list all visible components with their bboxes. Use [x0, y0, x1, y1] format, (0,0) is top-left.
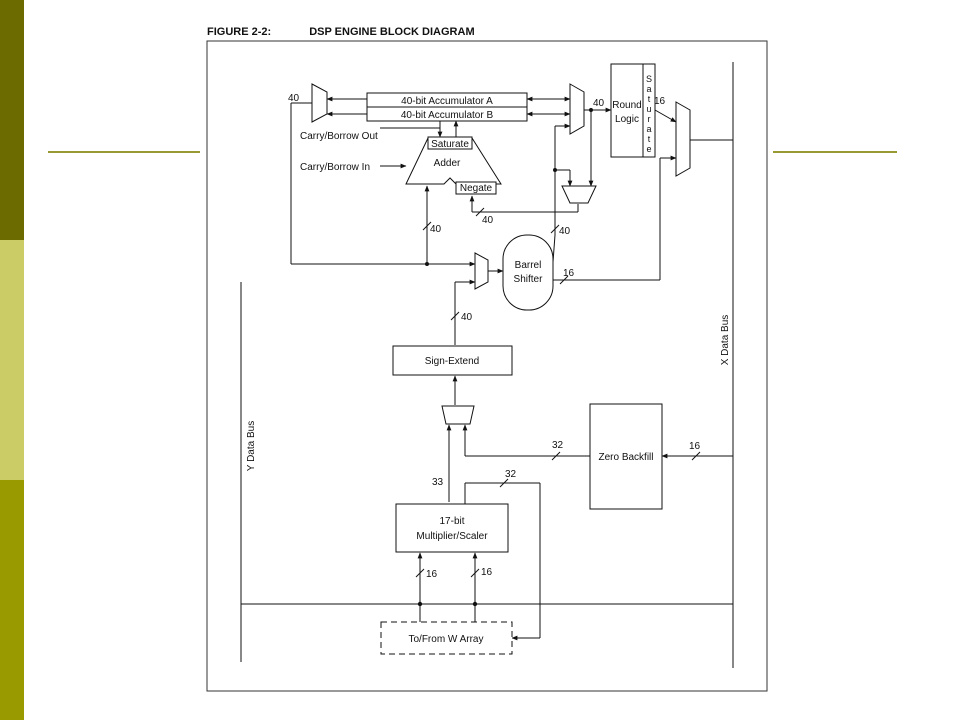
adder-label: Adder: [434, 158, 461, 169]
saturate-letter: u: [646, 104, 651, 114]
figure-title: FIGURE 2-2: DSP ENGINE BLOCK DIAGRAM: [207, 26, 475, 38]
width-16-shifter-out: 16: [563, 268, 575, 279]
width-40-right-mux: 40: [593, 98, 605, 109]
round-logic-box: [610, 63, 656, 158]
saturate-top-box: [427, 136, 473, 150]
width-32-zero: 32: [552, 440, 564, 451]
right-mux: [569, 83, 585, 135]
side-bar-dark: [0, 0, 24, 240]
saturate-letter: r: [648, 114, 651, 124]
carry-borrow-in-label: Carry/Borrow In: [300, 162, 370, 173]
product-select-mux: [441, 405, 475, 425]
barrel-shifter-label-2: Shifter: [514, 274, 544, 285]
zero-backfill-block: [589, 403, 663, 510]
width-40-sign-ext: 40: [461, 312, 473, 323]
barrel-shifter-block: [502, 234, 554, 311]
multiplier-label-2: Multiplier/Scaler: [416, 531, 488, 542]
side-bar-light: [0, 240, 24, 480]
sign-extend-label: Sign-Extend: [425, 356, 479, 367]
accumulator-b-label: 40-bit Accumulator B: [401, 110, 494, 121]
width-16-mult-a: 16: [426, 569, 438, 580]
negate-feed-mux: [561, 185, 597, 204]
multiplier-block: [395, 503, 509, 553]
figure-number: FIGURE 2-2:: [207, 26, 272, 38]
w-array-block: [380, 621, 513, 655]
negate-label: Negate: [460, 183, 493, 194]
saturate-letter: S: [646, 74, 652, 84]
width-40-left-mux: 40: [288, 93, 300, 104]
y-data-bus-label: Y Data Bus: [246, 421, 257, 471]
sign-extend-block: [392, 345, 513, 376]
barrel-shifter-label-1: Barrel: [515, 260, 542, 271]
saturate-letter: e: [646, 144, 651, 154]
rule-left: [48, 151, 200, 153]
rule-right: [773, 151, 897, 153]
x-data-bus-label: X Data Bus: [720, 315, 731, 366]
w-array-label: To/From W Array: [408, 634, 483, 645]
output-mux: [675, 101, 691, 177]
figure-caption: DSP ENGINE BLOCK DIAGRAM: [309, 26, 475, 38]
zero-backfill-label: Zero Backfill: [598, 452, 653, 463]
width-16-zero-in: 16: [689, 441, 701, 452]
width-16-round: 16: [654, 96, 666, 107]
saturate-letter: a: [646, 124, 651, 134]
round-logic-label-1: Round: [612, 100, 641, 111]
saturate-letter: t: [648, 94, 651, 104]
shifter-mux: [474, 252, 489, 290]
side-bar-mid: [0, 480, 24, 720]
accumulator-a-label: 40-bit Accumulator A: [401, 96, 493, 107]
width-40-negate: 40: [482, 215, 494, 226]
saturate-vertical-label: S a t u r a t e: [646, 74, 652, 154]
multiplier-label-1: 17-bit: [439, 516, 464, 527]
saturate-top-label: Saturate: [431, 139, 469, 150]
saturate-letter: a: [646, 84, 651, 94]
width-33: 33: [432, 477, 444, 488]
width-16-mult-b: 16: [481, 567, 493, 578]
width-32-mult: 32: [505, 469, 517, 480]
width-40-shifter-feed: 40: [559, 226, 571, 237]
negate-box: [455, 181, 497, 195]
width-40-adder-in: 40: [430, 224, 442, 235]
carry-borrow-out-label: Carry/Borrow Out: [300, 131, 378, 142]
saturate-letter: t: [648, 134, 651, 144]
round-logic-label-2: Logic: [615, 114, 639, 125]
